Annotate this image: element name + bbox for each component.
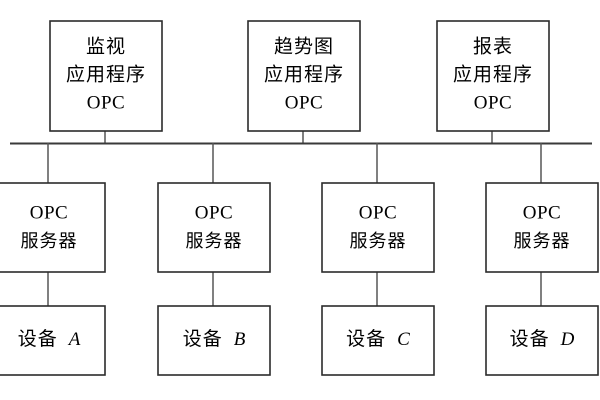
server-a-box[interactable] xyxy=(0,182,106,273)
server-b-label-line2: 服务器 xyxy=(186,231,243,251)
server-c-label-line2: 服务器 xyxy=(350,231,407,251)
device-c-label: 设备 C xyxy=(346,328,410,350)
server-a-label-line2: 服务器 xyxy=(21,231,78,251)
server-node-server-d[interactable]: OPC 服务器 xyxy=(485,182,599,273)
device-c-box[interactable] xyxy=(321,305,435,376)
device-d-box[interactable] xyxy=(485,305,599,376)
app-monitor-label-line3: OPC xyxy=(87,92,125,113)
device-c-label-text: 设备 xyxy=(346,328,386,350)
device-node-device-b[interactable]: 设备 B xyxy=(157,305,271,376)
application-node-app-monitor[interactable]: 监视 应用程序 OPC xyxy=(49,20,163,132)
device-c-label-tag: C xyxy=(397,329,410,350)
app-trend-box[interactable] xyxy=(247,20,361,132)
server-b-label-line1: OPC xyxy=(195,202,233,223)
server-node-server-c[interactable]: OPC 服务器 xyxy=(321,182,435,273)
server-connectors-group xyxy=(47,143,542,183)
server-node-server-a[interactable]: OPC 服务器 xyxy=(0,182,106,273)
device-d-label-text: 设备 xyxy=(510,328,550,350)
server-b-box[interactable] xyxy=(157,182,271,273)
app-report-box[interactable] xyxy=(436,20,550,132)
server-a-label-line1: OPC xyxy=(30,202,68,223)
app-monitor-label-line1: 监视 xyxy=(86,35,126,57)
device-node-device-a[interactable]: 设备 A xyxy=(0,305,106,376)
app-monitor-label-line2: 应用程序 xyxy=(66,63,146,85)
device-b-label-tag: B xyxy=(234,329,246,350)
app-trend-label-line2: 应用程序 xyxy=(264,63,344,85)
device-d-label-tag: D xyxy=(560,329,575,350)
app-report-label-line3: OPC xyxy=(474,92,512,113)
server-node-server-b[interactable]: OPC 服务器 xyxy=(157,182,271,273)
server-d-label-line1: OPC xyxy=(523,202,561,223)
app-report-label-line1: 报表 xyxy=(473,35,513,57)
device-b-box[interactable] xyxy=(157,305,271,376)
app-report-label-line2: 应用程序 xyxy=(453,63,533,85)
app-connectors-group xyxy=(104,131,493,143)
device-a-label: 设备 A xyxy=(18,328,81,350)
app-monitor-box[interactable] xyxy=(49,20,163,132)
device-d-label: 设备 D xyxy=(510,328,575,350)
server-d-label-line2: 服务器 xyxy=(514,231,571,251)
application-node-app-report[interactable]: 报表 应用程序 OPC xyxy=(436,20,550,132)
server-c-label-line1: OPC xyxy=(359,202,397,223)
device-b-label-text: 设备 xyxy=(183,328,223,350)
device-b-label: 设备 B xyxy=(183,328,246,350)
application-node-app-trend[interactable]: 趋势图 应用程序 OPC xyxy=(247,20,361,132)
device-node-device-d[interactable]: 设备 D xyxy=(485,305,599,376)
device-a-box[interactable] xyxy=(0,305,106,376)
server-c-box[interactable] xyxy=(321,182,435,273)
device-node-device-c[interactable]: 设备 C xyxy=(321,305,435,376)
device-connectors-group xyxy=(47,272,542,306)
app-trend-label-line1: 趋势图 xyxy=(274,35,334,57)
server-d-box[interactable] xyxy=(485,182,599,273)
app-trend-label-line3: OPC xyxy=(285,92,323,113)
device-a-label-tag: A xyxy=(67,329,81,350)
device-a-label-text: 设备 xyxy=(18,328,58,350)
